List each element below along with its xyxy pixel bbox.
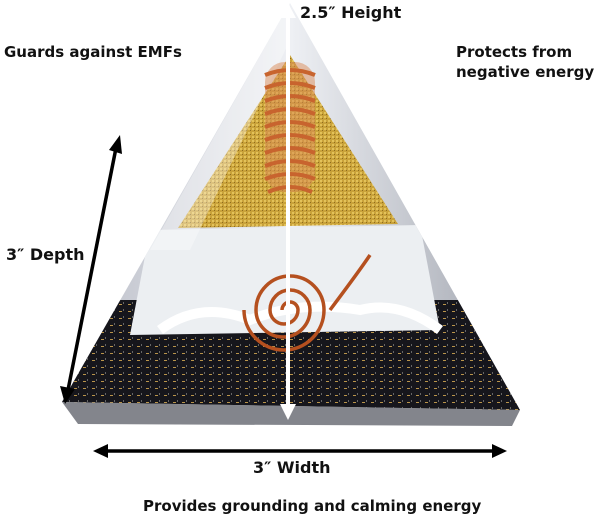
depth-arrow: [60, 135, 122, 404]
protects-benefit-label-line2: negative energy: [456, 63, 595, 81]
depth-label: 3″ Depth: [6, 245, 85, 264]
protects-benefit-label-line1: Protects from: [456, 43, 573, 61]
height-label: 2.5″ Height: [300, 3, 402, 22]
pyramid: [62, 3, 520, 426]
width-label: 3″ Width: [253, 458, 331, 477]
grounding-benefit-label: Provides grounding and calming energy: [143, 497, 482, 515]
emf-benefit-label: Guards against EMFs: [4, 43, 182, 61]
width-arrow: [93, 444, 507, 458]
height-arrow: [280, 3, 296, 420]
